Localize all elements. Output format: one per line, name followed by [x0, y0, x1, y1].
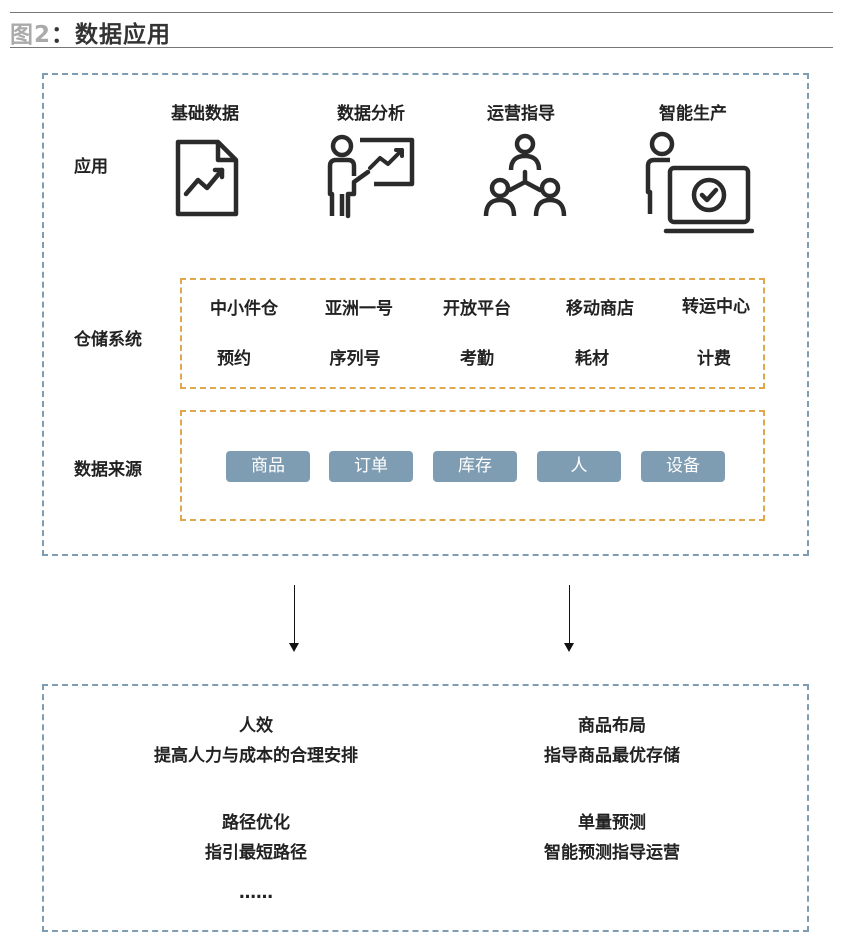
- result-title-product-layout: 商品布局: [578, 716, 646, 736]
- title-top-rule: [10, 12, 833, 13]
- title-bottom-rule: [10, 47, 833, 48]
- app-label-ops-guidance: 运营指导: [487, 104, 555, 124]
- result-desc-product-layout: 指导商品最优存储: [544, 746, 680, 766]
- warehouse-item-open-platform: 开放平台: [443, 299, 511, 319]
- row-label-warehouse: 仓储系统: [74, 330, 142, 350]
- source-chip-goods: 商品: [226, 451, 310, 482]
- result-desc-order-forecast: 智能预测指导运营: [544, 843, 680, 863]
- result-ellipsis: ……: [239, 883, 273, 903]
- down-arrow-left-shaft: [294, 585, 295, 645]
- source-chip-inventory: 库存: [433, 451, 517, 482]
- app-label-smart-production: 智能生产: [659, 104, 727, 124]
- row-label-sources: 数据来源: [74, 460, 142, 480]
- warehouse-item-billing: 计费: [697, 349, 731, 369]
- warehouse-item-appointment: 预约: [217, 349, 251, 369]
- warehouse-item-transfer-center: 转运中心: [682, 297, 750, 317]
- results-box: [42, 684, 809, 932]
- figure-title: 图2：数据应用: [10, 15, 171, 49]
- down-arrow-left-head: [289, 643, 299, 652]
- warehouse-item-mobile-store: 移动商店: [566, 299, 634, 319]
- source-chip-equipment: 设备: [641, 451, 725, 482]
- result-title-order-forecast: 单量预测: [578, 813, 646, 833]
- result-title-staff-efficiency: 人效: [239, 716, 273, 736]
- person-monitor-check-icon: [645, 131, 754, 234]
- source-chip-orders: 订单: [329, 451, 413, 482]
- warehouse-item-small-parts: 中小件仓: [210, 299, 278, 319]
- app-label-data-analysis: 数据分析: [337, 104, 405, 124]
- warehouse-item-asia-one: 亚洲一号: [325, 299, 393, 319]
- figure-number: 图2: [10, 22, 52, 48]
- app-label-basic-data: 基础数据: [171, 104, 239, 124]
- document-chart-icon: [175, 139, 239, 217]
- application-layer-box: [42, 73, 809, 556]
- team-hierarchy-icon: [483, 133, 567, 217]
- result-title-path-optimization: 路径优化: [222, 813, 290, 833]
- presenter-chart-icon: [327, 134, 415, 219]
- result-desc-path-optimization: 指引最短路径: [205, 843, 307, 863]
- down-arrow-right-head: [564, 643, 574, 652]
- figure-caption: ：数据应用: [51, 22, 172, 48]
- warehouse-system-box: [180, 278, 765, 389]
- row-label-apps: 应用: [74, 157, 108, 177]
- data-source-box: [180, 410, 765, 521]
- warehouse-item-attendance: 考勤: [460, 349, 494, 369]
- source-chip-people: 人: [537, 451, 621, 482]
- warehouse-item-consumables: 耗材: [575, 349, 609, 369]
- down-arrow-right-shaft: [569, 585, 570, 645]
- warehouse-item-serial-number: 序列号: [329, 349, 381, 369]
- result-desc-staff-efficiency: 提高人力与成本的合理安排: [154, 746, 358, 766]
